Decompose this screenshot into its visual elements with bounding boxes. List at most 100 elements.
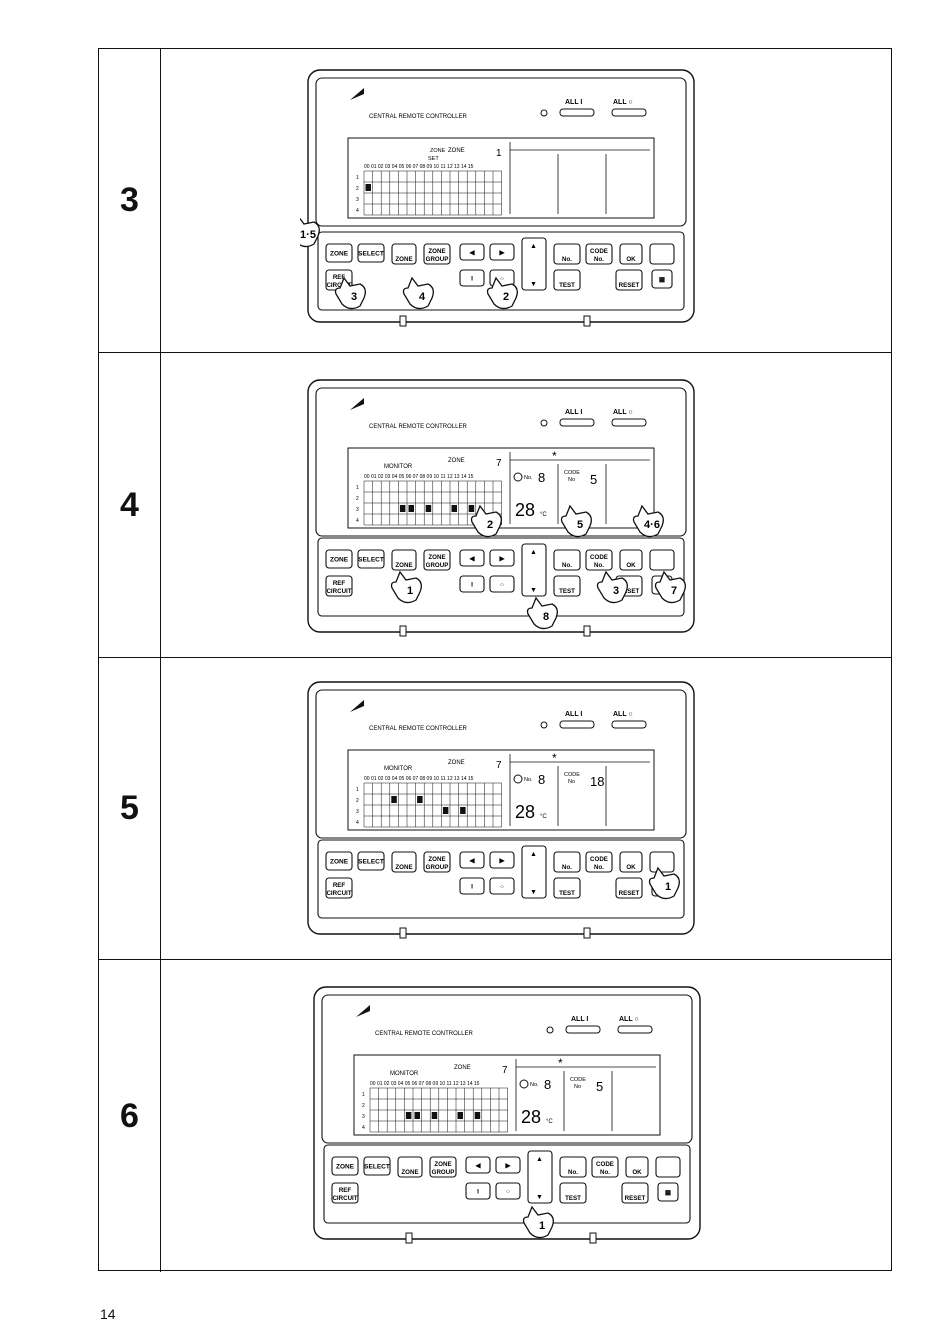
svg-text:▶: ▶ xyxy=(499,556,506,563)
controller-title: CENTRAL REMOTE CONTROLLER xyxy=(369,114,467,120)
svg-text:ZONE: ZONE xyxy=(434,1161,451,1168)
down-arrow-icon: ▼ xyxy=(530,281,537,288)
test-button[interactable]: TEST xyxy=(553,877,581,899)
mode-button[interactable] xyxy=(649,851,675,873)
mode-button[interactable] xyxy=(655,1156,681,1178)
up-arrow-icon: ▲ xyxy=(530,851,537,858)
svg-text:OK: OK xyxy=(626,256,636,263)
select-button[interactable]: SELECT xyxy=(357,243,385,263)
svg-text:7: 7 xyxy=(671,585,677,597)
svg-text:○: ○ xyxy=(500,582,504,589)
svg-text:○: ○ xyxy=(506,1189,510,1196)
timer-no-button[interactable]: No. xyxy=(553,243,581,265)
ok-button[interactable]: OK xyxy=(619,851,643,873)
zone-enter-button[interactable]: ZONE xyxy=(391,549,417,571)
left-arrow-button[interactable]: ◀ xyxy=(465,1156,491,1174)
left-arrow-button[interactable]: ◀ xyxy=(459,549,485,567)
test-button[interactable]: TEST xyxy=(553,269,581,291)
reset-button[interactable]: RESET xyxy=(615,877,643,899)
fan-speed-button[interactable] xyxy=(527,1150,553,1204)
svg-text:7: 7 xyxy=(502,1065,508,1076)
svg-text:No: No xyxy=(568,779,575,785)
timer-number: No.8 xyxy=(513,772,545,787)
ok-button[interactable]: OK xyxy=(619,243,643,265)
svg-text:ALL ○: ALL ○ xyxy=(613,99,633,106)
zone-button[interactable]: ZONE xyxy=(331,1156,359,1176)
fan-speed-button[interactable] xyxy=(521,845,547,899)
callout-hand-3: 4·6 xyxy=(632,504,664,538)
right-arrow-button[interactable]: ▶ xyxy=(489,549,515,567)
svg-text:18: 18 xyxy=(590,774,604,789)
test-button[interactable]: TEST xyxy=(559,1182,587,1204)
svg-text:▼: ▼ xyxy=(536,1194,543,1201)
brand-logo-icon xyxy=(350,700,364,712)
all-off-indicator: ALL ○ xyxy=(611,99,647,117)
ok-button[interactable]: OK xyxy=(625,1156,649,1178)
reset-button[interactable]: RESET xyxy=(621,1182,649,1204)
svg-text:○: ○ xyxy=(500,276,504,283)
mode-button[interactable] xyxy=(649,549,675,571)
test-button[interactable]: TEST xyxy=(553,575,581,597)
zone-enter-button[interactable]: ZONE xyxy=(391,243,417,265)
select-button[interactable]: SELECT xyxy=(363,1156,391,1176)
svg-text:ALL I: ALL I xyxy=(565,711,582,718)
zone-enter-button[interactable]: ZONE xyxy=(397,1156,423,1178)
zone-number: 7 xyxy=(502,1065,508,1076)
grid-button[interactable]: ▦ xyxy=(651,269,673,289)
zone-button[interactable]: ZONE xyxy=(325,243,353,263)
off-button[interactable]: ○ xyxy=(489,877,515,895)
svg-text:1·5: 1·5 xyxy=(300,229,316,241)
right-arrow-button[interactable]: ▶ xyxy=(489,243,515,261)
grid-button[interactable]: ▦ xyxy=(657,1182,679,1202)
zone-enter-button[interactable]: ZONE xyxy=(391,851,417,873)
right-arrow-button[interactable]: ▶ xyxy=(489,851,515,869)
off-button[interactable]: ○ xyxy=(495,1182,521,1200)
svg-text:▼: ▼ xyxy=(530,889,537,896)
svg-text:OK: OK xyxy=(626,864,636,871)
on-button[interactable]: I xyxy=(459,269,485,287)
svg-text:8: 8 xyxy=(543,611,549,623)
left-arrow-button[interactable]: ◀ xyxy=(459,851,485,869)
zone-button[interactable]: ZONE xyxy=(325,851,353,871)
svg-text:GROUP: GROUP xyxy=(426,256,449,263)
svg-text:4: 4 xyxy=(419,291,426,303)
on-button[interactable]: I xyxy=(459,877,485,895)
callout-hand-1: 1 xyxy=(522,1205,554,1239)
off-button[interactable]: ○ xyxy=(489,575,515,593)
svg-text:ALL ○: ALL ○ xyxy=(613,711,633,718)
temperature-display: 28°C xyxy=(515,500,547,520)
timer-no-button[interactable]: No. xyxy=(553,851,581,873)
left-arrow-button[interactable]: ◀ xyxy=(459,243,485,261)
fan-speed-button[interactable] xyxy=(521,237,547,291)
zone-button[interactable]: ZONE xyxy=(325,549,353,569)
timer-no-button[interactable]: No. xyxy=(553,549,581,571)
svg-text:3: 3 xyxy=(356,507,359,513)
on-button[interactable]: I xyxy=(459,575,485,593)
fan-speed-button[interactable] xyxy=(521,543,547,597)
select-button[interactable]: SELECT xyxy=(357,851,385,871)
svg-text:7: 7 xyxy=(496,458,502,469)
ok-button[interactable]: OK xyxy=(619,549,643,571)
svg-text:00 01 02 03 04 05 06 07 08 09: 00 01 02 03 04 05 06 07 08 09 10 11 12 1… xyxy=(364,474,474,480)
reset-button[interactable]: RESET xyxy=(615,269,643,291)
on-button[interactable]: I xyxy=(465,1182,491,1200)
mode-button[interactable] xyxy=(649,243,675,265)
timer-no-button[interactable]: No. xyxy=(559,1156,587,1178)
svg-text:SELECT: SELECT xyxy=(358,557,384,564)
lcd-screen xyxy=(347,749,655,831)
right-arrow-button[interactable]: ▶ xyxy=(495,1156,521,1174)
select-button[interactable]: SELECT xyxy=(357,549,385,569)
